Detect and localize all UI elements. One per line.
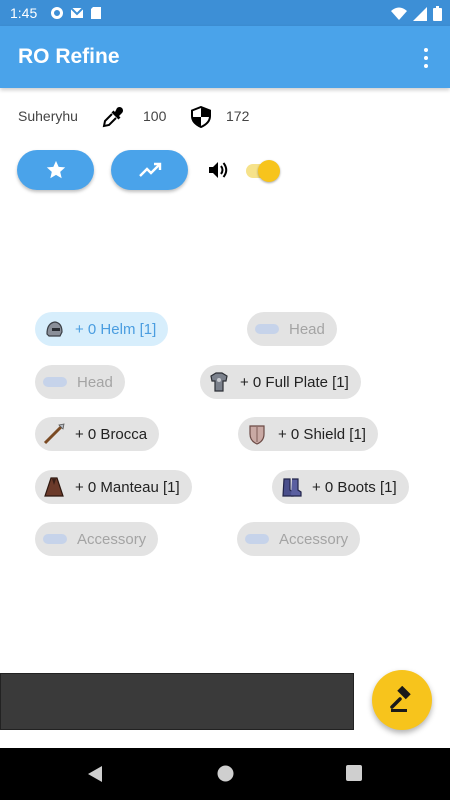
equip-chip-accessory-empty[interactable]: Accessory [35,522,159,556]
equip-chip-shield[interactable]: + 0 Shield [1] [238,417,378,451]
equip-label: Head [77,373,113,391]
volume-icon[interactable] [207,160,229,180]
ad-banner[interactable] [0,673,354,730]
empty-slot-icon [255,324,279,334]
character-name: Suheryhu [18,108,78,124]
eyedropper-icon [102,106,124,128]
stats-button[interactable] [111,150,188,190]
favorite-button[interactable] [17,150,94,190]
sound-toggle[interactable] [244,159,280,183]
wifi-icon [391,7,407,20]
trending-up-icon [138,162,161,177]
spear-icon [43,423,65,445]
sd-card-icon [91,7,101,19]
equip-chip-head-empty[interactable]: Head [247,312,337,346]
equip-label: + 0 Manteau [1] [75,478,180,496]
equip-label: + 0 Full Plate [1] [240,373,349,391]
equip-chip-armor[interactable]: + 0 Full Plate [1] [200,365,361,399]
gmail-icon [70,7,84,18]
equip-label: Accessory [279,530,349,548]
armor-icon [210,372,228,392]
equip-label: + 0 Boots [1] [312,478,397,496]
empty-slot-icon [245,534,269,544]
app-title: RO Refine [18,45,120,68]
equip-chip-garment[interactable]: + 0 Manteau [1] [35,470,192,504]
empty-slot-icon [43,534,67,544]
boots-icon [282,478,302,497]
equip-label: Head [289,320,325,338]
settings-icon [51,7,63,19]
dropper-value: 100 [143,108,167,124]
overflow-menu-icon[interactable] [416,46,436,70]
refine-fab[interactable] [372,670,432,730]
equip-label: + 0 Brocca [75,425,148,443]
shield-value: 172 [226,108,250,124]
recents-icon[interactable] [346,765,362,781]
equip-label: + 0 Shield [1] [278,425,366,443]
equip-chip-helm[interactable]: + 0 Helm [1] [35,312,169,346]
battery-icon [433,6,442,21]
app-bar: RO Refine [0,26,450,88]
back-icon[interactable] [86,765,104,783]
empty-slot-icon [43,377,67,387]
equip-label: Accessory [77,530,147,548]
shield-icon [191,106,211,128]
equip-label: + 0 Helm [1] [75,320,157,338]
gavel-icon [390,686,411,712]
manteau-icon [44,477,64,497]
status-bar: 1:45 [0,0,450,26]
toggle-knob [258,160,280,182]
equip-chip-footgear[interactable]: + 0 Boots [1] [272,470,409,504]
navigation-bar [0,748,450,800]
shield-item-icon [249,425,265,445]
equip-chip-weapon[interactable]: + 0 Brocca [35,417,160,451]
helm-icon [46,321,63,337]
equip-chip-head-empty[interactable]: Head [35,365,125,399]
home-icon[interactable] [217,765,234,782]
status-time: 1:45 [10,5,38,21]
equip-chip-accessory-empty[interactable]: Accessory [237,522,361,556]
star-icon [46,160,65,179]
cell-signal-icon [413,6,427,21]
